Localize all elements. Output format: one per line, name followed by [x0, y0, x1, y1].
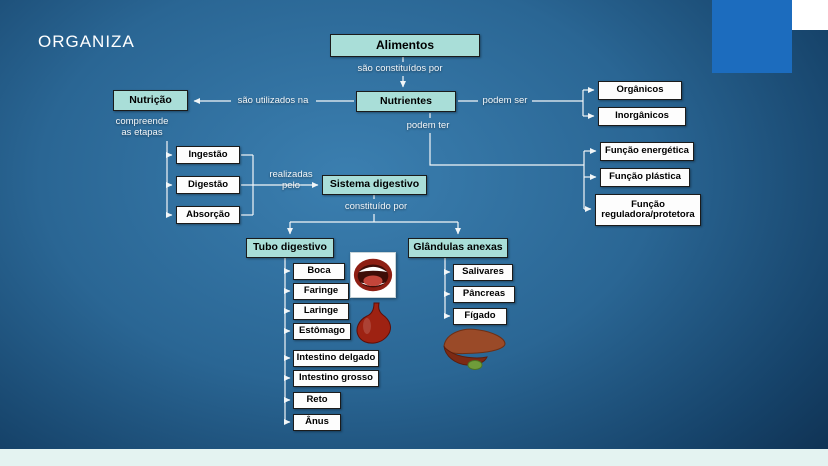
node-salivares: Salivares [453, 264, 513, 281]
node-funcao-reguladora: Função reguladora/protetora [595, 194, 701, 226]
node-organicos: Orgânicos [598, 81, 682, 100]
node-faringe: Faringe [293, 283, 349, 300]
stomach-image [353, 302, 395, 348]
node-inorganicos: Inorgânicos [598, 107, 686, 126]
liver-image [441, 324, 509, 376]
node-alimentos: Alimentos [330, 34, 480, 57]
node-estomago: Estômago [293, 323, 351, 340]
node-absorcao: Absorção [176, 206, 240, 224]
node-tubo-digestivo: Tubo digestivo [246, 238, 334, 258]
node-anus: Ânus [293, 414, 341, 431]
node-sistema-digestivo: Sistema digestivo [322, 175, 427, 195]
slide-title: ORGANIZA [38, 32, 135, 51]
node-pancreas: Pâncreas [453, 286, 515, 303]
node-funcao-energetica: Função energética [600, 142, 694, 161]
node-laringe: Laringe [293, 303, 349, 320]
node-nutrientes: Nutrientes [356, 91, 456, 112]
edge-label-podem-ter: podem ter [406, 120, 450, 131]
mouth-image [350, 252, 396, 298]
footer-strip [0, 449, 828, 466]
edge-label-realizadas-pelo: realizadas pelo [269, 169, 313, 192]
edge-label-sao-utilizados-na: são utilizados na [237, 95, 309, 106]
node-glandulas-anexas: Glândulas anexas [408, 238, 508, 258]
edge-label-sao-constituidos-por: são constituídos por [357, 63, 443, 74]
edge-label-podem-ser: podem ser [482, 95, 528, 106]
edge-label-compreende-as-etapas: compreende as etapas [115, 116, 169, 139]
slide-corner-cutout [792, 0, 828, 30]
node-reto: Reto [293, 392, 341, 409]
node-intestino-delgado: Intestino delgado [293, 350, 379, 367]
node-figado: Fígado [453, 308, 507, 325]
node-boca: Boca [293, 263, 345, 280]
node-nutricao: Nutrição [113, 90, 188, 111]
node-funcao-plastica: Função plástica [600, 168, 690, 187]
node-ingestao: Ingestão [176, 146, 240, 164]
edge-label-constituido-por: constituído por [344, 201, 408, 212]
accent-rectangle [712, 0, 792, 73]
node-digestao: Digestão [176, 176, 240, 194]
node-intestino-grosso: Intestino grosso [293, 370, 379, 387]
